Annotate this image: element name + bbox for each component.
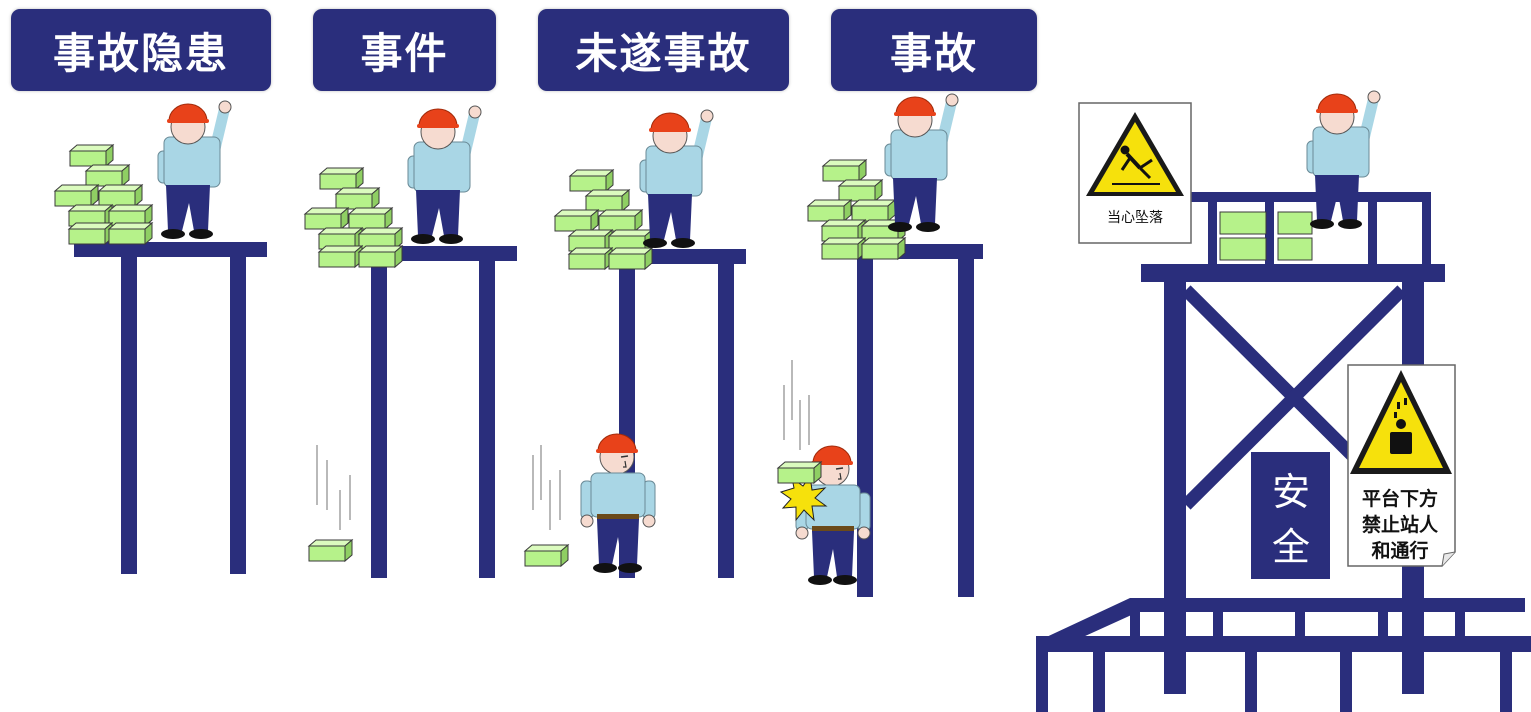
stage-near-miss-scene bbox=[524, 110, 746, 578]
stage-accident-scene bbox=[777, 94, 983, 597]
worker-below bbox=[580, 433, 656, 574]
caution-fall-sign: 当心坠落 bbox=[1078, 102, 1192, 244]
falling-motion-lines bbox=[532, 445, 561, 530]
stage-hazard-scene bbox=[55, 101, 267, 574]
stage-incident-scene bbox=[305, 106, 517, 578]
caution-fall-text: 当心坠落 bbox=[1107, 210, 1163, 226]
safety-text-2: 全 bbox=[1272, 525, 1310, 569]
falling-brick bbox=[524, 544, 569, 567]
falling-brick bbox=[777, 461, 822, 484]
safe-tower bbox=[1036, 91, 1531, 712]
stage-label-accident: 事故 bbox=[831, 9, 1037, 91]
no-standing-line-3: 和通行 bbox=[1371, 539, 1428, 562]
no-standing-sign: 平台下方 禁止站人 和通行 bbox=[1347, 364, 1456, 567]
falling-motion-lines bbox=[316, 445, 351, 530]
falling-objects-icon bbox=[1390, 398, 1412, 454]
stage-label-near-miss: 未遂事故 bbox=[538, 9, 789, 91]
stage-label-hazard: 事故隐患 bbox=[11, 9, 271, 91]
no-standing-line-2: 禁止站人 bbox=[1362, 513, 1439, 536]
safety-text-1: 安 bbox=[1272, 470, 1310, 514]
no-standing-line-1: 平台下方 bbox=[1362, 487, 1438, 510]
stage-label-incident: 事件 bbox=[313, 9, 496, 91]
falling-person-icon bbox=[1112, 145, 1160, 185]
falling-motion-lines bbox=[783, 360, 810, 450]
safety-sign: 安 全 bbox=[1251, 452, 1330, 579]
falling-brick bbox=[308, 539, 353, 562]
